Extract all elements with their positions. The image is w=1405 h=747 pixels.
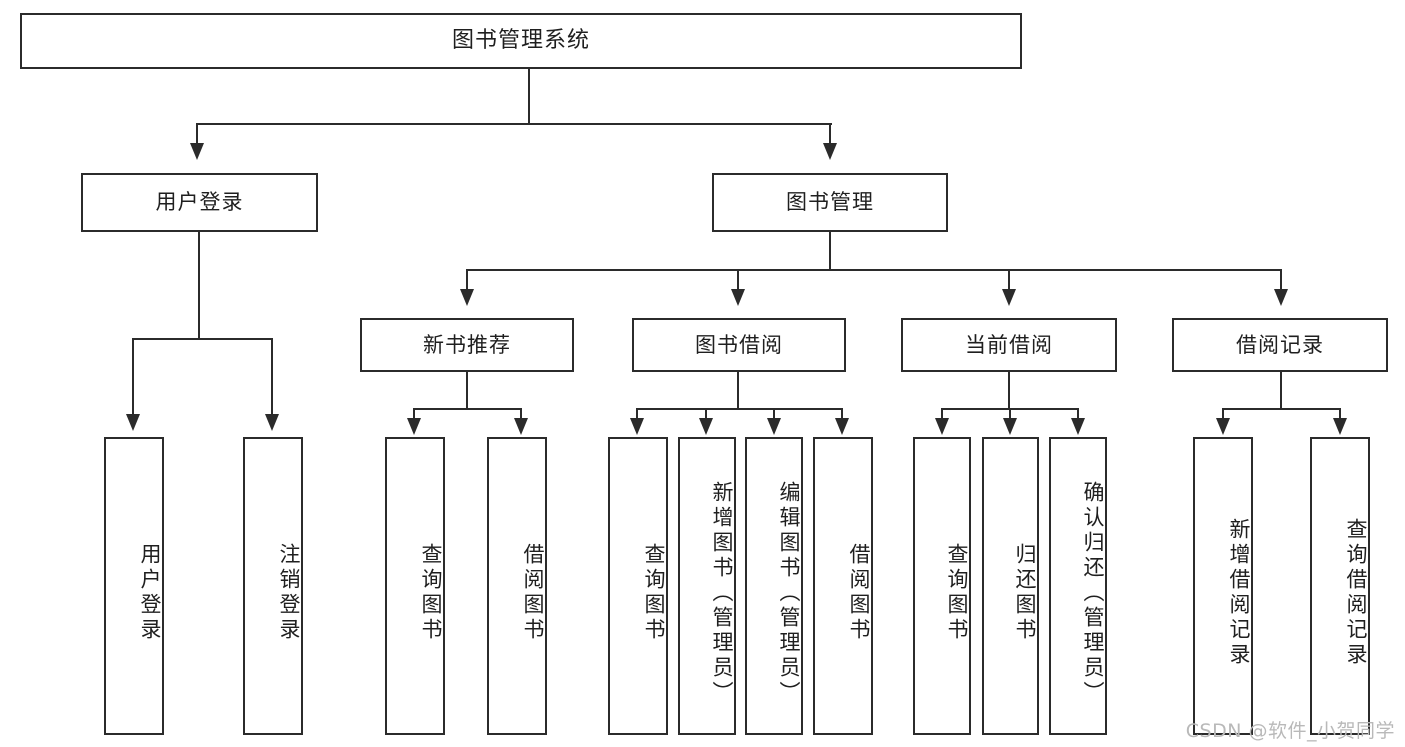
connector-cb-drop-2 [1009, 408, 1011, 420]
node-user-login[interactable]: 用户登录 [81, 173, 318, 232]
leaf-borrow-book-2[interactable]: 借阅图书 [813, 437, 873, 735]
node-current-borrow[interactable]: 当前借阅 [901, 318, 1117, 372]
arrow-to-leaf-edit-book [767, 418, 781, 435]
connector-nbr-drop-2 [520, 408, 522, 420]
connector-user-login-drop-2 [271, 338, 273, 416]
connector-nbr-stem [466, 372, 468, 410]
connector-br-drop-1 [1222, 408, 1224, 420]
connector-bb-stem [737, 372, 739, 410]
connector-root-drop-left [196, 123, 198, 145]
leaf-query-book-3-label: 查询图书 [945, 543, 969, 643]
connector-user-login-stem [198, 232, 200, 339]
node-root[interactable]: 图书管理系统 [20, 13, 1022, 69]
connector-bb-drop-4 [841, 408, 843, 420]
connector-book-manage-stem [829, 232, 831, 270]
leaf-add-record[interactable]: 新增借阅记录 [1193, 437, 1253, 735]
connector-bm-drop-3 [1008, 269, 1010, 291]
leaf-add-book-label: 新增图书（管理员） [710, 480, 734, 706]
arrow-to-leaf-query-book-1 [407, 418, 421, 435]
connector-user-login-bar [132, 338, 272, 340]
leaf-confirm-return-label: 确认归还（管理员） [1081, 480, 1105, 706]
connector-root-drop-right [829, 123, 831, 145]
arrow-to-leaf-borrow-book-2 [835, 418, 849, 435]
connector-bb-drop-2 [705, 408, 707, 420]
node-book-manage-label: 图书管理 [786, 190, 874, 215]
leaf-user-login-label: 用户登录 [138, 543, 162, 643]
leaf-borrow-book-1-label: 借阅图书 [521, 543, 545, 643]
arrow-to-leaf-return-book [1003, 418, 1017, 435]
node-new-book-recommend-label: 新书推荐 [423, 332, 511, 357]
leaf-query-book-1-label: 查询图书 [419, 543, 443, 643]
leaf-borrow-book-2-label: 借阅图书 [847, 543, 871, 643]
leaf-edit-book-label: 编辑图书（管理员） [777, 480, 801, 706]
leaf-query-book-3[interactable]: 查询图书 [913, 437, 971, 735]
connector-bm-drop-2 [737, 269, 739, 291]
node-new-book-recommend[interactable]: 新书推荐 [360, 318, 574, 372]
node-root-label: 图书管理系统 [451, 28, 590, 54]
node-book-borrow-label: 图书借阅 [695, 332, 783, 357]
connector-br-bar [1222, 408, 1341, 410]
leaf-query-book-1[interactable]: 查询图书 [385, 437, 445, 735]
leaf-logout-login-label: 注销登录 [277, 543, 301, 643]
node-book-borrow[interactable]: 图书借阅 [632, 318, 846, 372]
connector-bm-drop-1 [466, 269, 468, 291]
arrow-to-leaf-query-book-3 [935, 418, 949, 435]
arrow-to-user-login [190, 143, 204, 160]
node-book-manage[interactable]: 图书管理 [712, 173, 948, 232]
connector-book-manage-bar [466, 269, 1282, 271]
connector-bb-drop-1 [636, 408, 638, 420]
leaf-user-login[interactable]: 用户登录 [104, 437, 164, 735]
arrow-to-book-borrow [731, 289, 745, 306]
leaf-borrow-book-1[interactable]: 借阅图书 [487, 437, 547, 735]
arrow-to-leaf-add-record [1216, 418, 1230, 435]
leaf-add-record-label: 新增借阅记录 [1227, 518, 1251, 668]
connector-br-stem [1280, 372, 1282, 410]
leaf-add-book[interactable]: 新增图书（管理员） [678, 437, 736, 735]
leaf-query-record-label: 查询借阅记录 [1344, 518, 1368, 668]
node-borrow-record-label: 借阅记录 [1236, 332, 1324, 357]
arrow-to-new-book-recommend [460, 289, 474, 306]
arrow-to-leaf-logout-login [265, 414, 279, 431]
arrow-to-leaf-confirm-return [1071, 418, 1085, 435]
connector-user-login-drop-1 [132, 338, 134, 416]
leaf-query-book-2-label: 查询图书 [642, 543, 666, 643]
leaf-return-book-label: 归还图书 [1013, 543, 1037, 643]
connector-root-stem [528, 69, 530, 124]
arrow-to-leaf-query-record [1333, 418, 1347, 435]
connector-cb-drop-1 [941, 408, 943, 420]
connector-cb-drop-3 [1077, 408, 1079, 420]
arrow-to-book-manage [823, 143, 837, 160]
node-borrow-record[interactable]: 借阅记录 [1172, 318, 1388, 372]
connector-bb-drop-3 [773, 408, 775, 420]
leaf-logout-login[interactable]: 注销登录 [243, 437, 303, 735]
connector-bm-drop-4 [1280, 269, 1282, 291]
leaf-return-book[interactable]: 归还图书 [982, 437, 1039, 735]
leaf-confirm-return[interactable]: 确认归还（管理员） [1049, 437, 1107, 735]
leaf-query-book-2[interactable]: 查询图书 [608, 437, 668, 735]
leaf-edit-book[interactable]: 编辑图书（管理员） [745, 437, 803, 735]
arrow-to-leaf-query-book-2 [630, 418, 644, 435]
arrow-to-leaf-borrow-book-1 [514, 418, 528, 435]
node-user-login-label: 用户登录 [155, 190, 244, 215]
arrow-to-borrow-record [1274, 289, 1288, 306]
connector-root-bar [196, 123, 832, 125]
connector-cb-stem [1008, 372, 1010, 410]
connector-bb-bar [636, 408, 843, 410]
connector-nbr-bar [413, 408, 521, 410]
connector-nbr-drop-1 [413, 408, 415, 420]
arrow-to-leaf-add-book [699, 418, 713, 435]
leaf-query-record[interactable]: 查询借阅记录 [1310, 437, 1370, 735]
node-current-borrow-label: 当前借阅 [965, 332, 1053, 357]
arrow-to-leaf-user-login [126, 414, 140, 431]
connector-br-drop-2 [1339, 408, 1341, 420]
arrow-to-current-borrow [1002, 289, 1016, 306]
